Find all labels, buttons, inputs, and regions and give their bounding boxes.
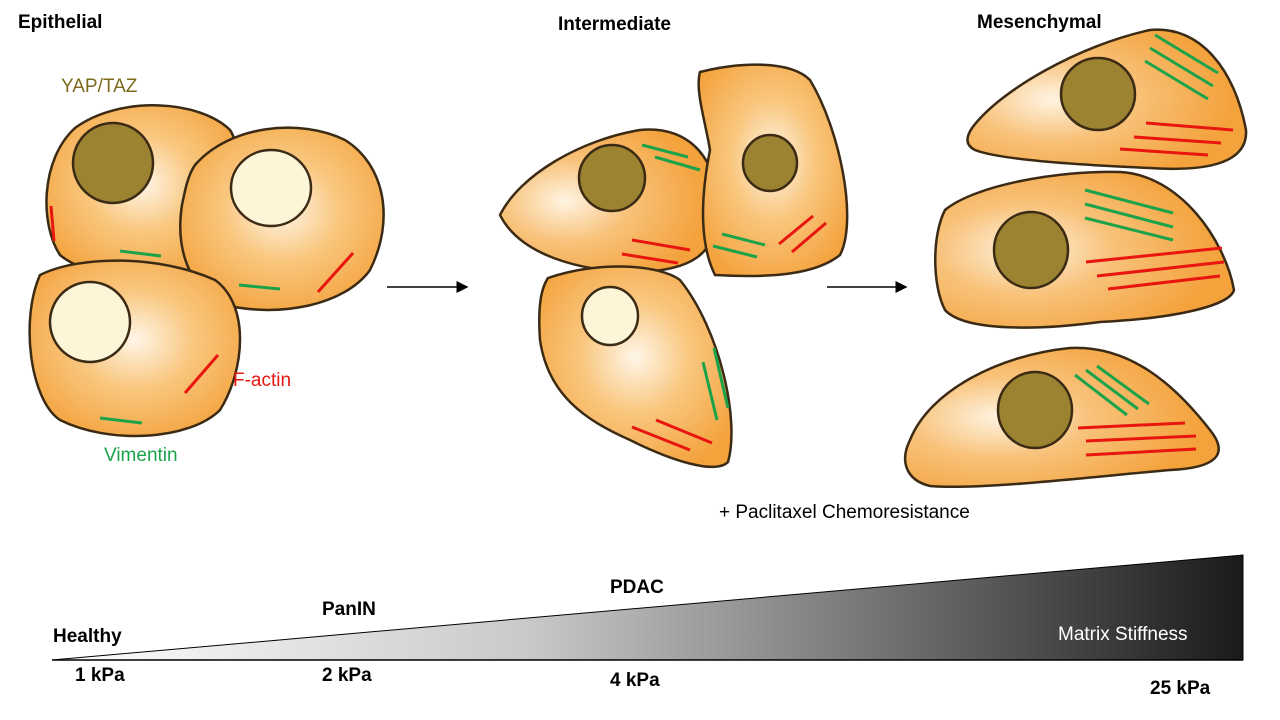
stage-panin: PanIN [322,599,376,620]
f-actin-fiber [1107,274,1221,291]
epithelial-cell-3 [28,259,242,438]
kpa-4: 4 kPa [610,670,660,691]
mesenchymal-cell-1 [966,28,1248,171]
kpa-2: 2 kPa [322,665,372,686]
nucleus-empty [229,148,313,228]
vimentin-fiber [1096,364,1150,406]
f-actin-fiber [1133,135,1222,145]
vimentin-fiber [641,143,689,159]
vimentin-fiber [1144,59,1209,101]
f-actin-fiber [1145,121,1234,132]
f-actin-fiber [1119,147,1209,157]
stage-pdac: PDAC [610,577,664,598]
stage-title-intermediate: Intermediate [558,14,671,35]
vimentin-fiber [119,249,162,258]
mesenchymal-cell-2 [934,170,1236,329]
kpa-25: 25 kPa [1150,678,1211,699]
vimentin-fiber [1084,188,1174,215]
vimentin-fiber [1084,202,1174,229]
legend-vimentin: Vimentin [104,445,178,466]
f-actin-fiber [1085,447,1197,457]
f-actin-fiber [316,251,355,294]
f-actin-fiber [791,221,827,254]
nucleus-yap [996,370,1074,450]
epithelial-cell-2 [179,126,385,312]
f-actin-fiber [183,354,220,394]
f-actin-fiber [621,252,679,265]
vimentin-fiber [1149,46,1214,88]
f-actin-fiber [778,214,814,246]
vimentin-fiber [1074,373,1128,417]
f-actin-fiber [1096,260,1225,278]
f-actin-fiber [1085,434,1197,443]
vimentin-fiber [701,361,719,421]
intermediate-cell-3 [538,265,733,469]
stage-title-epithelial: Epithelial [18,12,103,33]
nucleus-empty [580,285,640,347]
vimentin-fiber [712,244,758,259]
vimentin-fiber [654,155,701,172]
nucleus-empty [48,280,132,364]
nucleus-yap [992,210,1070,290]
f-actin-fiber [631,238,691,252]
vimentin-fiber [1085,368,1139,411]
matrix-stiffness-label: Matrix Stiffness [1058,624,1188,645]
kpa-1: 1 kPa [75,665,125,686]
vimentin-fiber [1154,33,1219,75]
intermediate-cell-1 [498,128,720,274]
f-actin-fiber [1077,421,1186,430]
stage-healthy: Healthy [53,626,122,647]
f-actin-fiber [49,205,56,242]
nucleus-yap [577,143,647,213]
vimentin-fiber [721,232,766,247]
f-actin-fiber [655,418,713,445]
chemoresistance-note: + Paclitaxel Chemoresistance [719,502,970,523]
nucleus-yap [71,121,155,205]
f-actin-fiber [631,425,691,452]
nucleus-yap [741,133,799,193]
f-actin-fiber [1085,246,1223,264]
legend-yap-taz: YAP/TAZ [61,76,138,97]
vimentin-fiber [712,347,730,409]
stage-title-mesenchymal: Mesenchymal [977,12,1102,33]
legend-f-actin: F-actin [233,370,292,391]
intermediate-cell-2 [697,63,849,278]
vimentin-fiber [99,416,143,425]
vimentin-fiber [1084,216,1174,242]
mesenchymal-cell-3 [903,346,1220,489]
vimentin-fiber [238,283,281,291]
nucleus-yap [1059,56,1137,132]
